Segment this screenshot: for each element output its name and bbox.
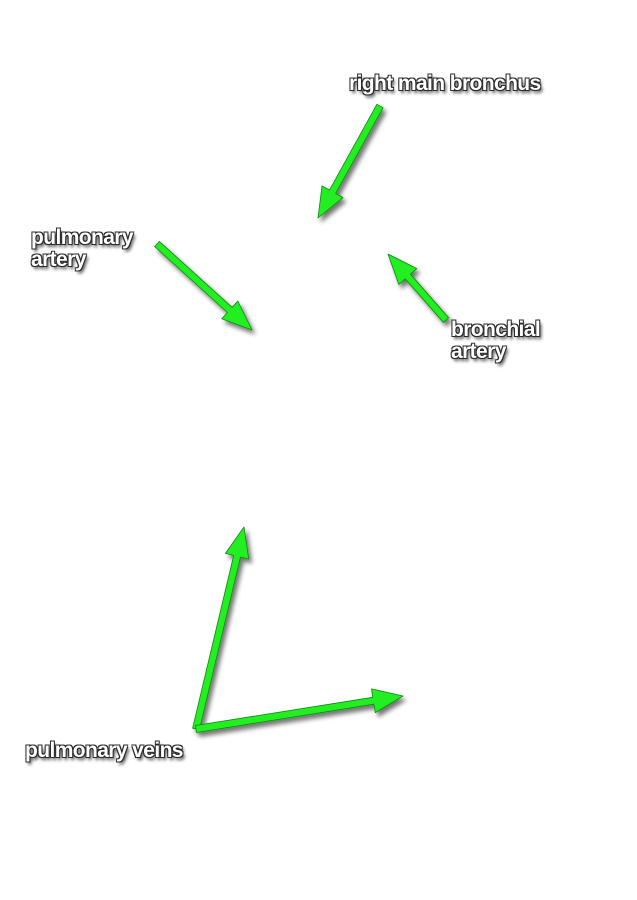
label-bronchial-artery-line-2: artery [451,340,506,363]
arrow-pulmonary-veins-right [194,688,404,733]
label-right-main-bronchus-text: right main bronchus [349,72,541,95]
label-pulmonary-veins: pulmonary veins [25,740,183,762]
label-pulmonary-artery: pulmonary artery [31,226,134,271]
label-pulmonary-artery-line-2: artery [31,248,86,271]
arrow-pulmonary-artery [154,240,253,331]
arrow-bronchial-artery [387,253,450,323]
label-right-main-bronchus: right main bronchus [349,73,541,95]
label-bronchial-artery-line-1: bronchial [451,318,541,341]
arrow-pulmonary-veins-up [192,526,250,731]
label-pulmonary-veins-text: pulmonary veins [25,739,183,762]
label-bronchial-artery: bronchial artery [451,318,541,363]
arrow-right-main-bronchus [317,103,384,219]
label-pulmonary-artery-line-1: pulmonary [31,226,134,249]
